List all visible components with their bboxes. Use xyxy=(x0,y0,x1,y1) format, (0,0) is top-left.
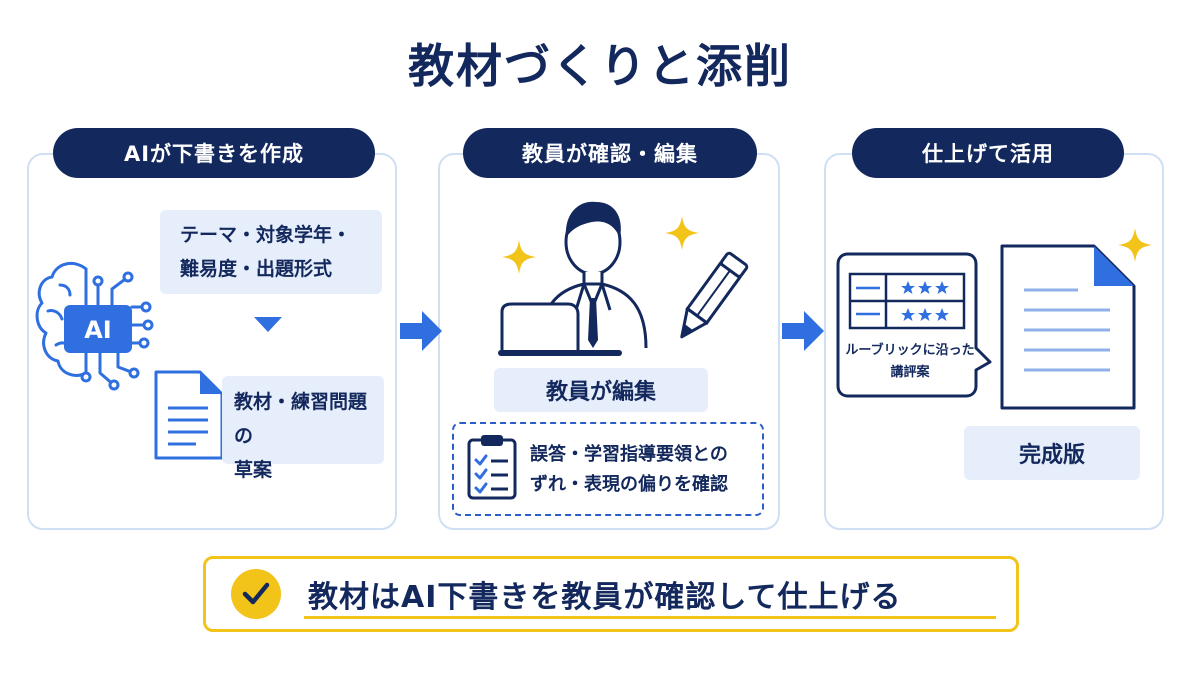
output-line-1: 教材・練習問題の xyxy=(234,391,368,447)
step-title-review: 教員が確認・編集 xyxy=(463,128,757,178)
down-arrow-icon xyxy=(254,317,282,332)
output-line-2: 草案 xyxy=(234,459,273,481)
summary-banner xyxy=(203,556,1019,632)
teacher-edit-label: 教員が編集 xyxy=(494,368,708,412)
bubble-line-1: ルーブリックに沿った xyxy=(845,343,975,358)
check-circle xyxy=(231,569,281,619)
input-parameters-box: テーマ・対象学年・ 難易度・出題形式 xyxy=(160,210,382,294)
check-line-1: 誤答・学習指導要領との xyxy=(530,444,728,465)
page-title: 教材づくりと添削 xyxy=(408,39,792,93)
input-line-2: 難易度・出題形式 xyxy=(180,258,333,280)
flow-arrow-icon xyxy=(400,311,442,351)
document-icon xyxy=(154,370,224,460)
rubric-speech-bubble xyxy=(836,252,992,398)
ai-chip-label: AI xyxy=(84,316,112,344)
check-items-text: 誤答・学習指導要領との ずれ・表現の偏りを確認 xyxy=(530,440,764,500)
rubric-comment-text: ルーブリックに沿った 講評案 xyxy=(842,340,978,384)
check-icon xyxy=(242,582,270,605)
check-items-box xyxy=(452,422,764,516)
pencil-icon xyxy=(680,251,749,339)
step-title-draft: AIが下書きを作成 xyxy=(53,128,375,178)
teacher-with-laptop-icon xyxy=(498,201,648,356)
summary-underline xyxy=(304,616,996,619)
sparkle-icon xyxy=(502,240,536,274)
sparkle-icon xyxy=(665,216,699,250)
summary-text: 教材はAI下書きを教員が確認して仕上げる xyxy=(308,580,902,615)
draft-output-box: 教材・練習問題の 草案 xyxy=(222,376,384,481)
flow-arrow-icon xyxy=(782,311,824,351)
check-line-2: ずれ・表現の偏りを確認 xyxy=(530,474,728,495)
sparkle-icon xyxy=(1118,228,1152,262)
bubble-line-2: 講評案 xyxy=(890,365,930,380)
input-line-1: テーマ・対象学年・ xyxy=(180,224,352,246)
checklist-icon xyxy=(467,435,517,500)
final-version-label: 完成版 xyxy=(964,426,1140,480)
final-document-icon xyxy=(1000,244,1136,410)
step-title-finish: 仕上げて活用 xyxy=(852,128,1124,178)
ai-brain-icon xyxy=(35,261,154,391)
